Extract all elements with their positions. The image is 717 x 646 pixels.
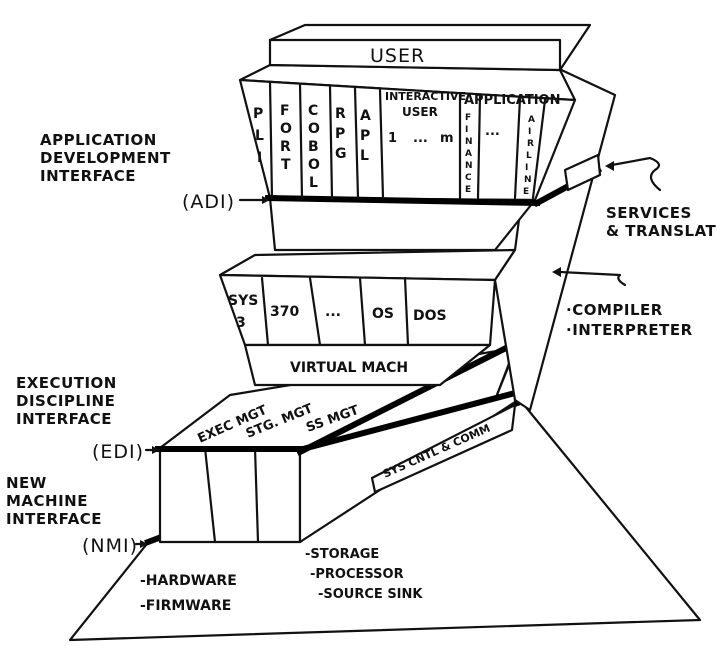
- compiler-slab: [493, 58, 617, 412]
- edi-desc-1: EXECUTION: [16, 374, 117, 392]
- services-box: [563, 153, 602, 192]
- adi-desc-2: DEVELOPMENT: [40, 149, 171, 167]
- compiler-arrow-line: [558, 270, 627, 287]
- range-m: m: [440, 131, 454, 146]
- compiler-arrow-icon: [552, 267, 561, 277]
- sys-label: SYS: [228, 293, 258, 309]
- adi-label: (ADI): [182, 191, 235, 213]
- res-storage: -STORAGE: [305, 547, 379, 562]
- app-layer-lower: [268, 196, 537, 252]
- services-arrow-icon: [605, 161, 614, 171]
- compiler-label: ·COMPILER: [566, 301, 663, 319]
- services-label-2: & TRANSLATORS: [606, 222, 717, 240]
- user-sub-label: USER: [402, 105, 438, 119]
- user-layer-front: [268, 38, 562, 72]
- sys-dos: DOS: [413, 308, 447, 324]
- adi-desc-3: INTERFACE: [40, 167, 136, 185]
- execution-layer-front: [158, 446, 302, 544]
- interactive-label: INTERACTIVE: [385, 90, 466, 103]
- sys-os: OS: [372, 306, 394, 322]
- adi-line: [264, 194, 541, 207]
- nmi-desc-1: NEW: [6, 474, 47, 492]
- adi-desc-1: APPLICATION: [40, 131, 157, 149]
- base-firmware: -FIRMWARE: [140, 598, 231, 614]
- sys-num: 3: [236, 315, 246, 331]
- res-source-sink: -SOURCE SINK: [318, 587, 423, 602]
- edi-desc-3: INTERFACE: [16, 410, 112, 428]
- app-dots: ...: [485, 124, 500, 139]
- application-label: APPLICATION: [464, 93, 560, 108]
- vm-layer-front: [218, 273, 497, 347]
- nmi-desc-3: INTERFACE: [6, 510, 102, 528]
- services-label-1: SERVICES: [606, 204, 692, 222]
- edi-arrow-icon: [152, 446, 160, 454]
- interpreter-label: ·INTERPRETER: [566, 321, 693, 339]
- sys-dots: ...: [325, 304, 341, 320]
- virtual-mach-label: VIRTUAL MACH: [290, 360, 408, 376]
- edi-desc-2: DISCIPLINE: [16, 392, 115, 410]
- nmi-desc-2: MACHINE: [6, 492, 88, 510]
- res-processor: -PROCESSOR: [310, 567, 404, 582]
- base-hardware: -HARDWARE: [140, 573, 237, 589]
- services-arrow-line: [610, 156, 662, 192]
- nmi-label: (NMI): [82, 535, 138, 557]
- adi-arrow-icon: [262, 196, 270, 204]
- nmi-arrow-icon: [140, 540, 148, 548]
- edi-label: (EDI): [92, 441, 144, 463]
- sys-370: 370: [270, 304, 299, 320]
- sys-cntl-box: [370, 403, 517, 494]
- range-1: 1: [388, 131, 397, 146]
- range-dots: ...: [413, 131, 428, 146]
- user-label: USER: [370, 45, 425, 67]
